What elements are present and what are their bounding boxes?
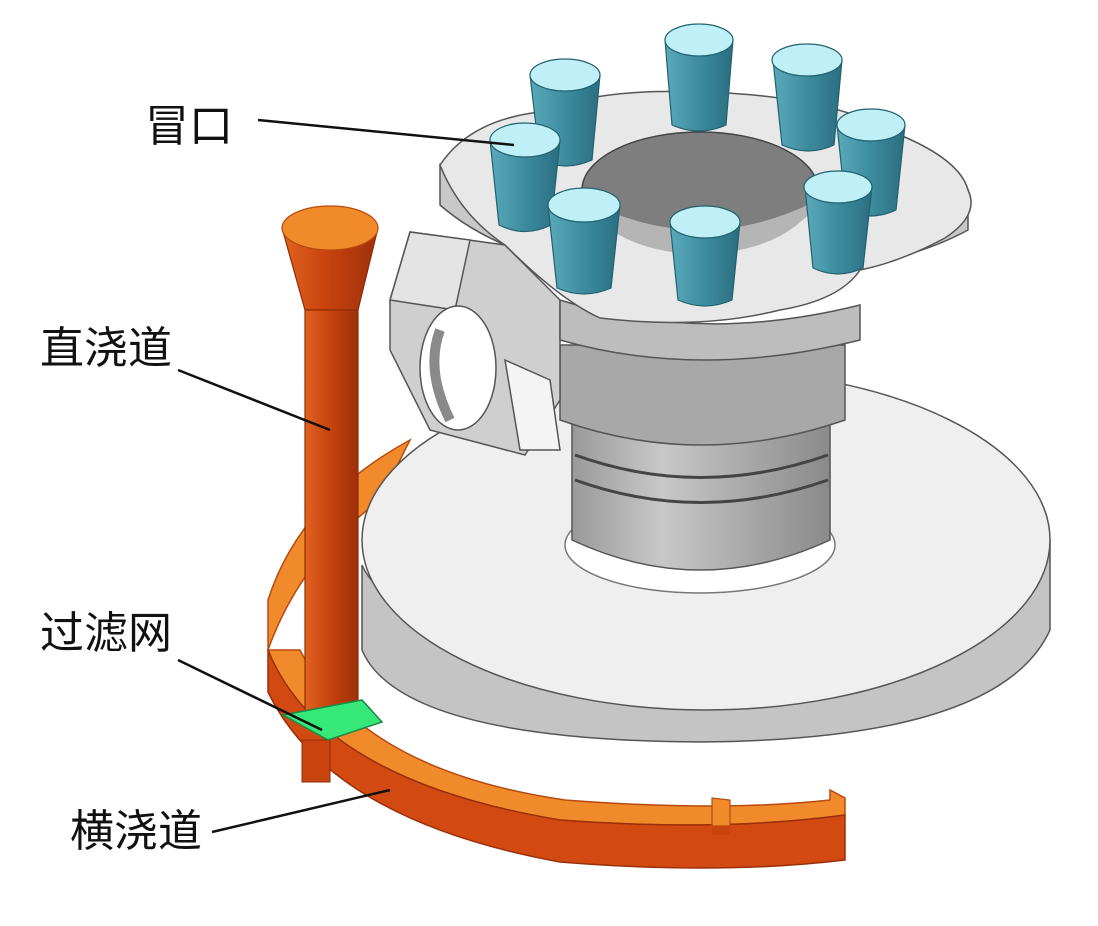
filter — [280, 699, 384, 741]
leader-lines — [177, 118, 515, 834]
leader-sprue — [177, 368, 331, 432]
leader-riser — [257, 118, 515, 147]
casting — [361, 90, 1051, 743]
riser-5 — [489, 122, 561, 233]
sprue — [281, 205, 379, 783]
riser-8 — [803, 170, 873, 275]
labels: 冒口 直浇道 过滤网 横浇道 — [40, 101, 233, 857]
label-sprue: 直浇道 — [40, 323, 172, 374]
label-filter: 过滤网 — [40, 608, 172, 659]
label-riser: 冒口 — [145, 101, 233, 152]
riser-2 — [664, 23, 734, 132]
leader-filter — [177, 658, 323, 732]
risers — [489, 23, 906, 307]
riser-6 — [547, 187, 621, 295]
label-runner: 横浇道 — [70, 806, 202, 857]
runner — [266, 649, 846, 869]
riser-3 — [771, 43, 843, 152]
riser-7 — [669, 205, 741, 307]
leader-runner — [211, 788, 391, 834]
